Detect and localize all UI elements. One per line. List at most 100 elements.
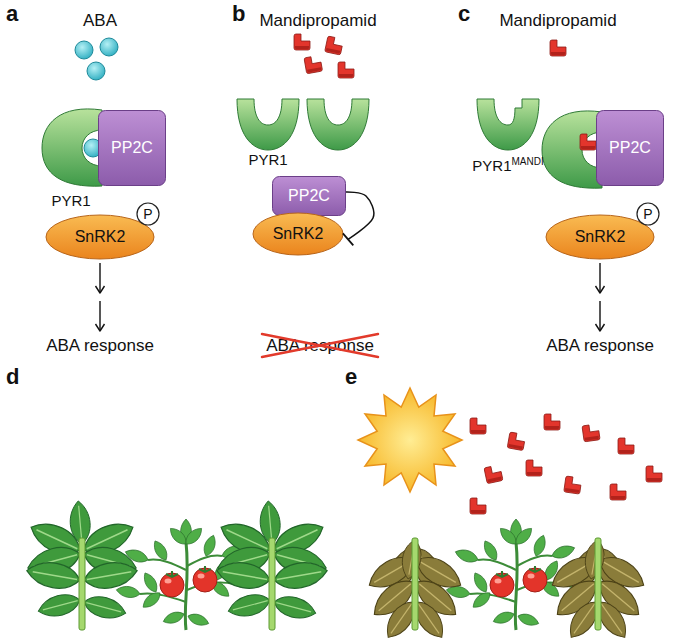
healthy-plants bbox=[25, 500, 330, 630]
node-text-group: PP2C bbox=[288, 188, 330, 204]
node-text: P bbox=[643, 206, 652, 222]
node-text-group: SnRK2 bbox=[575, 229, 626, 245]
sun-symbol bbox=[358, 388, 462, 492]
kinase-shape bbox=[253, 213, 343, 255]
phosphatase-shape bbox=[99, 111, 166, 186]
mandipropamid-molecule bbox=[618, 438, 634, 454]
phosphate-shape bbox=[137, 203, 159, 225]
node-text: PYR1 bbox=[472, 157, 511, 174]
receptor-protein: PYR1 bbox=[40, 106, 102, 208]
hormone-name: ABA bbox=[83, 12, 117, 29]
activation-arrow bbox=[596, 263, 605, 331]
node-outline bbox=[476, 95, 540, 151]
wilted-bean-plant bbox=[364, 538, 467, 639]
node-text: SnRK2 bbox=[575, 228, 626, 245]
node-text-group: SnRK2 bbox=[75, 229, 126, 245]
arrow-head bbox=[96, 286, 105, 293]
inhibition-bar bbox=[343, 233, 353, 245]
node-text: ABA response bbox=[266, 336, 374, 355]
panel-letter: a bbox=[6, 3, 18, 25]
stressed-plants bbox=[364, 519, 650, 639]
mandipropamid-molecule bbox=[550, 40, 566, 56]
receptor-shape bbox=[477, 99, 539, 150]
node-text-group: PYR1 bbox=[51, 193, 90, 208]
phosphatase-box: PP2C bbox=[596, 110, 664, 186]
activation-arrow bbox=[96, 263, 105, 331]
node-text: P bbox=[143, 206, 152, 222]
node-text-group: ABA response bbox=[266, 337, 374, 354]
receptor-shape bbox=[42, 109, 102, 186]
aba-molecule bbox=[75, 41, 93, 59]
compound-name: Mandipropamid bbox=[259, 12, 376, 29]
panel-letter: d bbox=[6, 366, 19, 388]
mutant-receptor: PYR1MANDI bbox=[476, 95, 540, 173]
mandipropamid-molecule bbox=[610, 484, 626, 500]
mandipropamid-molecule bbox=[470, 418, 486, 434]
mandipropamid-molecule bbox=[582, 424, 600, 442]
phosphate-shape bbox=[637, 203, 659, 225]
mandipropamid-molecule bbox=[304, 55, 323, 74]
mandipropamid-molecules bbox=[294, 34, 354, 78]
node-text-group: PYR1 bbox=[248, 152, 287, 167]
bean-plant bbox=[215, 500, 330, 630]
inhibition-connector bbox=[343, 192, 374, 245]
phosphatase-box: PP2C bbox=[272, 176, 346, 216]
node-outline bbox=[236, 95, 300, 151]
node-text: PP2C bbox=[111, 139, 153, 156]
response-label: ABA response bbox=[250, 334, 390, 356]
node-text-group: ABA response bbox=[546, 337, 654, 354]
node-text-group: ABA response bbox=[46, 337, 154, 354]
panel-letter: b bbox=[232, 3, 245, 25]
aba-molecules bbox=[75, 38, 118, 80]
node-text-group: P bbox=[643, 207, 652, 221]
mandipropamid-molecule bbox=[544, 414, 560, 430]
connector-line bbox=[346, 192, 374, 239]
mandipropamid-molecule bbox=[338, 62, 354, 78]
cross-out-mark bbox=[262, 334, 378, 357]
mandipropamid-molecule bbox=[470, 498, 486, 514]
node-text: PYR1 bbox=[248, 151, 287, 168]
node-text-group: PYR1MANDI bbox=[472, 157, 543, 173]
kinase-ellipse: SnRK2 bbox=[545, 214, 655, 260]
kinase-shape bbox=[546, 215, 654, 259]
mandipropamid-molecule bbox=[325, 36, 344, 55]
phosphatase-shape bbox=[273, 177, 346, 216]
node-text: PYR1 bbox=[51, 192, 90, 209]
kinase-ellipse: SnRK2 bbox=[45, 214, 155, 260]
mandipropamid-molecule bbox=[646, 466, 662, 482]
mandipropamid-molecule bbox=[507, 432, 526, 451]
mandipropamid-molecule bbox=[564, 476, 582, 494]
response-label: ABA response bbox=[530, 334, 670, 356]
receptor-protein: PYR1 bbox=[236, 95, 300, 167]
arrow-head bbox=[596, 324, 605, 331]
aba-molecule bbox=[100, 38, 118, 56]
mandipropamid-molecule bbox=[526, 460, 542, 476]
wilted-bean-plant bbox=[547, 538, 650, 639]
phosphate-circle: P bbox=[636, 202, 660, 226]
kinase-ellipse: SnRK2 bbox=[252, 212, 344, 256]
mandipropamid-molecule bbox=[294, 34, 310, 50]
connector-line bbox=[99, 263, 100, 331]
phosphatase-box: PP2C bbox=[98, 110, 166, 186]
bean-plant bbox=[25, 500, 140, 630]
mandipropamid-molecule bbox=[484, 465, 503, 484]
node-text: SnRK2 bbox=[75, 228, 126, 245]
node-text-group: P bbox=[143, 207, 152, 221]
response-label: ABA response bbox=[30, 334, 170, 356]
node-text-group: PP2C bbox=[609, 140, 651, 156]
node-text: PP2C bbox=[609, 139, 651, 156]
sprayed-mandipropamid bbox=[470, 414, 662, 514]
receptor-protein bbox=[307, 99, 369, 150]
node-text: SnRK2 bbox=[273, 225, 324, 242]
kinase-shape bbox=[46, 215, 154, 259]
node-outline bbox=[40, 106, 102, 188]
panel-letter: e bbox=[345, 366, 357, 388]
aba-molecule bbox=[87, 62, 105, 80]
receptor-shape bbox=[237, 99, 299, 150]
superscript-text: MANDI bbox=[511, 156, 543, 167]
